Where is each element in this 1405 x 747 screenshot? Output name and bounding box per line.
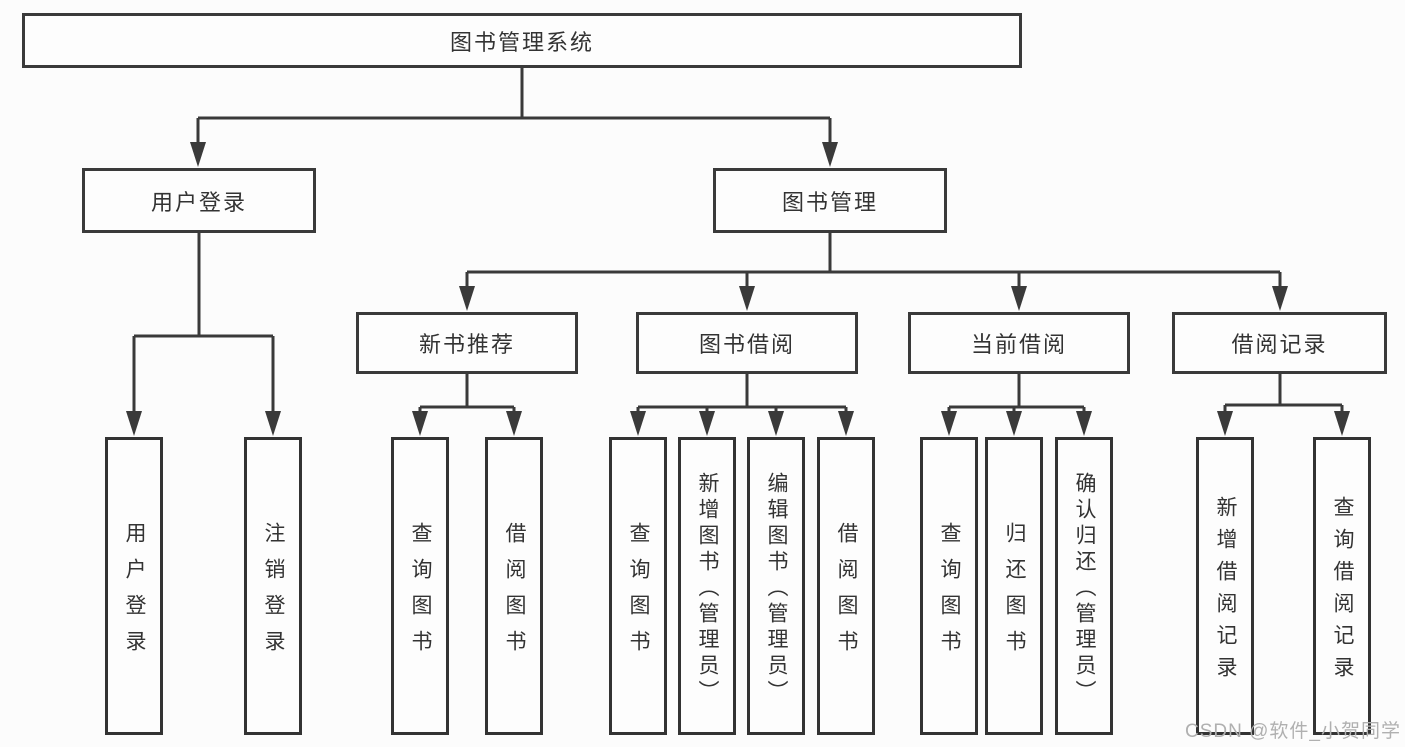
leaf-label: 确认归还（管理员） [1073,471,1096,706]
node-user-login: 用户登录 [82,168,316,233]
leaf-user-login: 用户登录 [105,437,163,735]
leaf-label: 新增图书（管理员） [696,471,719,706]
connector-borrow-record-to-leaves [1223,374,1344,414]
arrowhead [739,286,755,311]
leaf-label: 借阅图书 [835,521,858,666]
arrowhead [1217,411,1233,436]
node-borrow-records: 借阅记录 [1172,312,1387,374]
arrowhead [1272,286,1288,311]
arrowhead [412,411,428,436]
leaf-label: 查询借阅记录 [1331,495,1354,688]
node-new-book-recommend: 新书推荐 [356,312,578,374]
arrowhead [699,411,715,436]
leaf-query-books-current: 查询图书 [920,437,978,735]
leaf-confirm-return-admin: 确认归还（管理员） [1055,437,1113,735]
arrowhead [1011,286,1027,311]
connector-book-borrow-to-leaves [636,374,848,414]
arrowhead [1076,411,1092,436]
connector-lines [132,68,1344,414]
connector-current-borrow-to-leaves [947,374,1086,414]
arrowhead [459,286,475,311]
leaf-label: 用户登录 [123,521,146,666]
arrowhead [941,411,957,436]
arrowhead [1334,411,1350,436]
leaf-label: 查询图书 [938,521,961,666]
leaf-query-borrow-record: 查询借阅记录 [1313,437,1371,735]
arrowhead [126,411,142,436]
connector-book-mgmt-to-level2 [465,233,1282,289]
leaf-label: 查询图书 [627,521,650,666]
leaf-edit-book-admin: 编辑图书（管理员） [747,437,805,735]
leaf-label: 新增借阅记录 [1214,495,1237,688]
leaf-add-book-admin: 新增图书（管理员） [678,437,736,735]
leaf-query-books-borrow: 查询图书 [609,437,667,735]
leaf-borrow-books-recommend: 借阅图书 [485,437,543,735]
arrowhead [506,411,522,436]
leaf-logout: 注销登录 [244,437,302,735]
leaf-add-borrow-record: 新增借阅记录 [1196,437,1254,735]
node-book-management: 图书管理 [713,168,947,233]
leaf-label: 查询图书 [409,521,432,666]
leaf-borrow-books: 借阅图书 [817,437,875,735]
arrowhead [768,411,784,436]
connector-root-to-level1 [196,68,832,146]
connector-user-login-to-leaves [132,233,275,414]
arrowhead [1006,411,1022,436]
arrowhead [265,411,281,436]
leaf-label: 编辑图书（管理员） [765,471,788,706]
arrowheads [126,142,1350,436]
node-root: 图书管理系统 [22,13,1022,68]
arrowhead [190,142,206,167]
node-current-borrow: 当前借阅 [908,312,1130,374]
csdn-watermark: CSDN @软件_小贺同学 [1185,721,1401,742]
leaf-query-books-recommend: 查询图书 [391,437,449,735]
leaf-return-book: 归还图书 [985,437,1043,735]
node-book-borrow: 图书借阅 [636,312,858,374]
arrowhead [822,142,838,167]
leaf-label: 注销登录 [262,521,285,666]
arrowhead [838,411,854,436]
connector-new-book-to-leaves [418,374,516,414]
leaf-label: 借阅图书 [503,521,526,666]
leaf-label: 归还图书 [1003,521,1026,666]
arrowhead [630,411,646,436]
